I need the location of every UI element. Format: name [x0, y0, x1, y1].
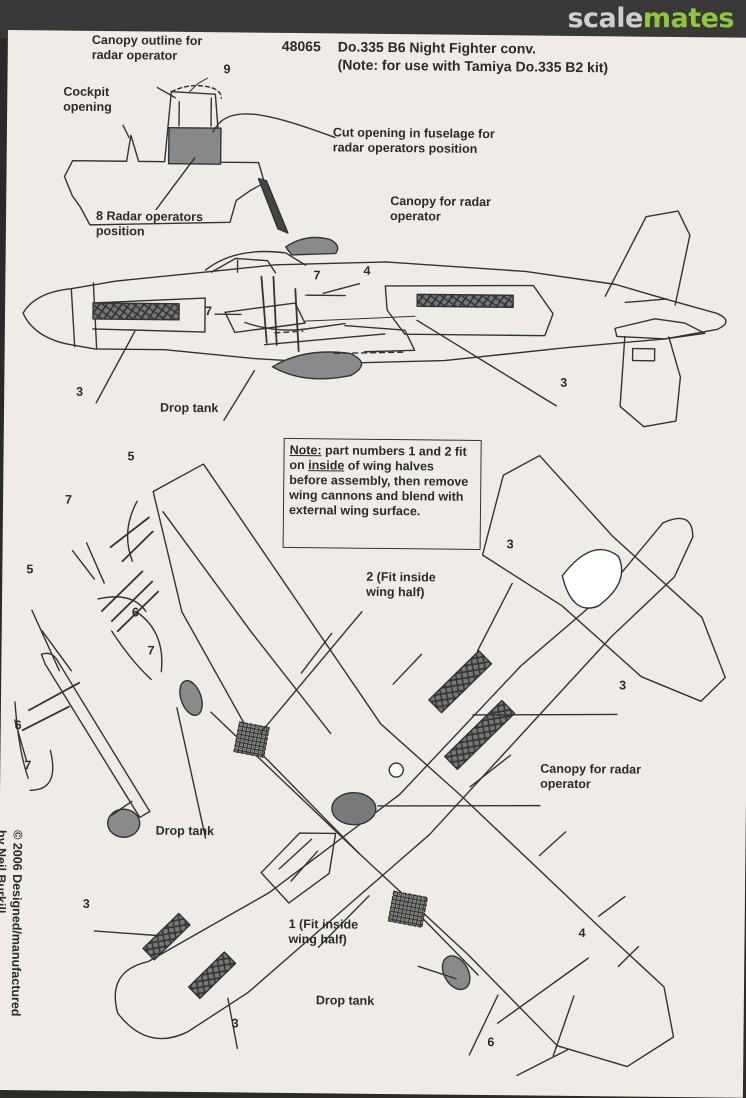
top-view-aircraft	[93, 454, 726, 1077]
label-num-3e: 3	[82, 896, 90, 911]
aircraft-drawing	[14, 77, 727, 1077]
kit-note: (Note: for use with Tamiya Do.335 B2 kit…	[337, 56, 609, 76]
assembly-note-text: Note: part numbers 1 and 2 fit on inside…	[289, 443, 476, 520]
label-num-4b: 4	[578, 926, 586, 941]
part-number: 48065	[281, 37, 321, 55]
logo-mates: mates	[642, 3, 735, 34]
instruction-sheet: 48065 Do.335 B6 Night Fighter conv. (Not…	[0, 30, 746, 1098]
label-num-3f: 3	[231, 1016, 239, 1031]
copyright-notice: © 2006 Designed/manufactured by Neil Bur…	[0, 829, 25, 1017]
label-num-5a: 5	[127, 449, 135, 464]
label-cockpit-opening: Cockpit opening	[63, 84, 112, 115]
note-word: Note:	[289, 442, 322, 458]
label-part1-fit: 1 (Fit inside wing half)	[288, 916, 359, 947]
logo-scale: scale	[567, 3, 643, 34]
label-num-7c: 7	[65, 492, 73, 507]
label-num-7a: 7	[313, 268, 321, 283]
label-num-6a: 6	[131, 605, 139, 620]
label-drop-tank-side: Drop tank	[159, 400, 219, 416]
label-num-6b: 6	[14, 718, 22, 733]
label-num-3c: 3	[506, 537, 514, 552]
cockpit-detail	[63, 77, 336, 234]
label-num-7b: 7	[204, 304, 213, 319]
label-cut-opening: Cut opening in fuselage for radar operat…	[332, 125, 495, 156]
label-num-3b: 3	[560, 375, 568, 390]
note-inside-word: inside	[308, 458, 345, 473]
label-canopy-outline: Canopy outline for radar operator	[91, 32, 203, 63]
label-canopy-radar-top: Canopy for radar operator	[540, 761, 642, 792]
label-part2-fit: 2 (Fit inside wing half)	[366, 569, 436, 600]
label-num-9: 9	[223, 62, 231, 77]
label-canopy-radar-side: Canopy for radar operator	[389, 194, 492, 224]
label-num-3a: 3	[76, 384, 84, 399]
label-num-7e: 7	[24, 758, 32, 773]
label-num-5b: 5	[26, 562, 34, 577]
assembly-note-box: Note: part numbers 1 and 2 fit on inside…	[282, 437, 482, 550]
label-radar-operators-position: 8 Radar operators position	[95, 208, 204, 239]
label-num-7d: 7	[147, 643, 155, 658]
label-num-3d: 3	[619, 678, 627, 693]
label-num-6c: 6	[487, 1035, 495, 1050]
label-num-4a: 4	[363, 263, 371, 278]
label-drop-tank-left: Drop tank	[155, 823, 215, 839]
label-drop-tank-bottom: Drop tank	[315, 993, 375, 1008]
kit-title: Do.335 B6 Night Fighter conv.	[337, 38, 537, 57]
exploded-parts	[14, 500, 163, 838]
side-view-aircraft	[22, 210, 727, 428]
scalemates-logo[interactable]: scalemates	[567, 4, 734, 34]
